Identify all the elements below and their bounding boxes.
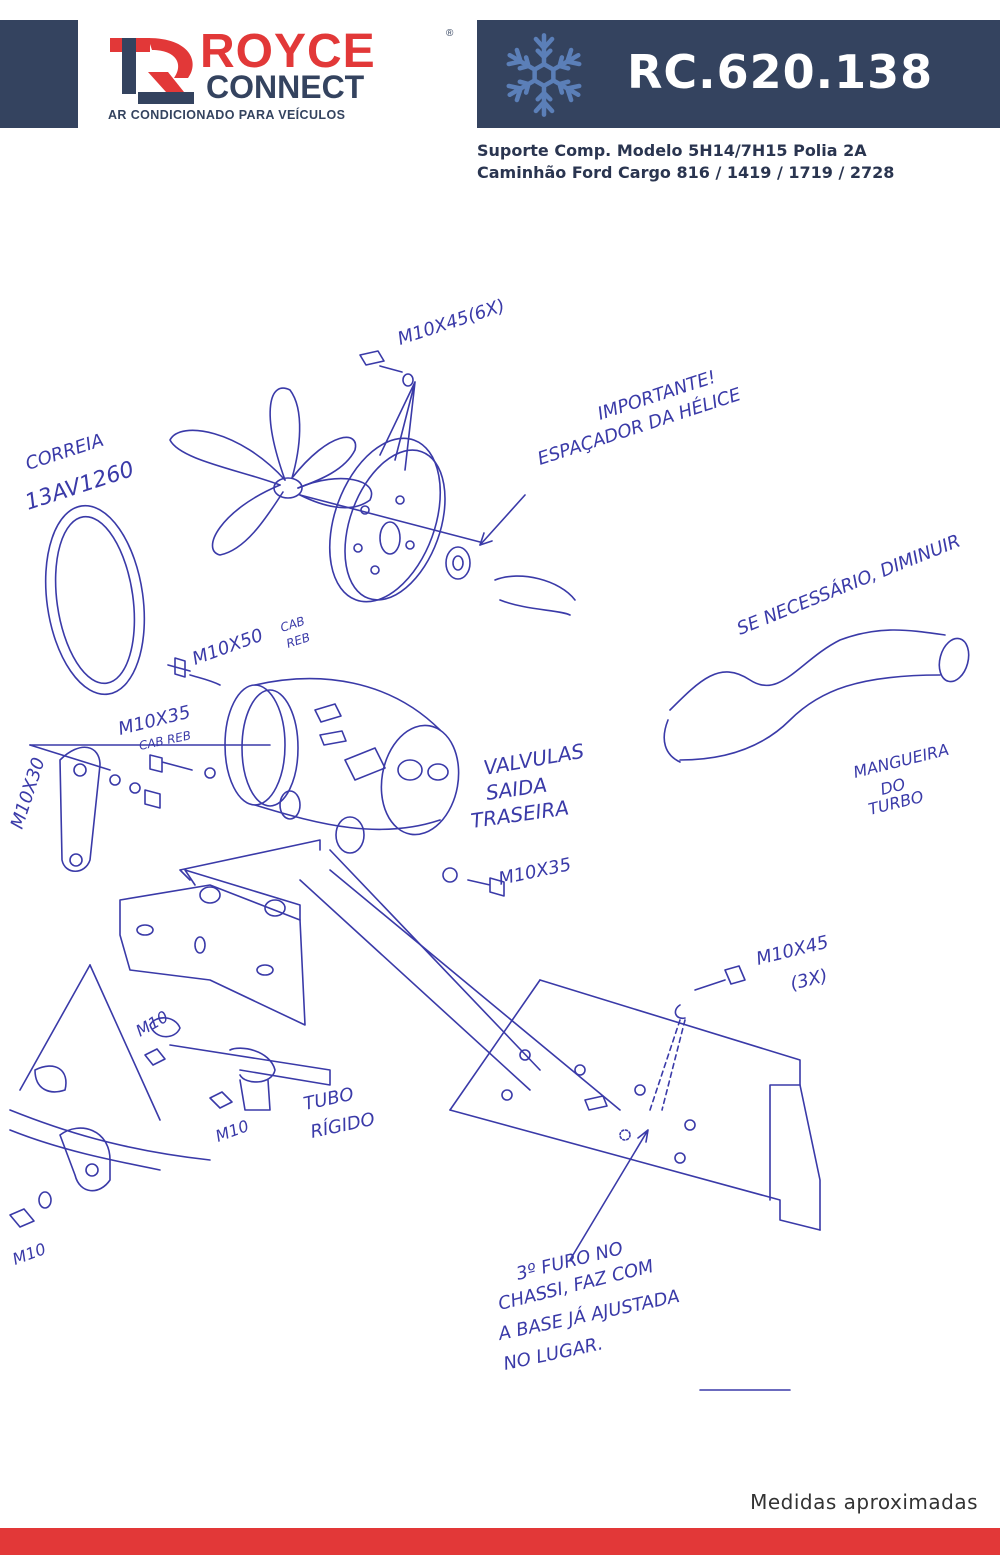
description-line-2: Caminhão Ford Cargo 816 / 1419 / 1719 / … [477, 163, 895, 182]
label-m10x50: M10X50 [190, 625, 266, 670]
label-tubo: TUBO [302, 1084, 356, 1115]
brand-tagline: AR CONDICIONADO PARA VEÍCULOS [108, 108, 346, 122]
product-code: RC.620.138 [627, 45, 934, 99]
snowflake-icon [499, 33, 589, 120]
label-m10x35-b: M10X35 [497, 854, 573, 890]
label-m10-c: M10 [10, 1239, 49, 1269]
label-m10x45-6x: M10X45(6X) [395, 295, 508, 349]
header-left-bar [0, 20, 78, 128]
brand-logo: ROYCE ® CONNECT AR CONDICIONADO PARA VEÍ… [108, 24, 460, 124]
product-description: Suporte Comp. Modelo 5H14/7H15 Polia 2A … [477, 140, 894, 184]
label-se-necessario: SE NECESSÁRIO, DIMINUIR [734, 530, 964, 640]
description-line-1: Suporte Comp. Modelo 5H14/7H15 Polia 2A [477, 141, 867, 160]
exploded-assembly-sketch: M10X45(6X) IMPORTANTE! ESPAÇADOR DA HÉLI… [7, 295, 970, 1391]
footer-note: Medidas aproximadas [750, 1490, 978, 1514]
pulley-icon [299, 437, 481, 603]
product-code-box: RC.620.138 [477, 20, 1000, 128]
label-m10-b: M10 [213, 1116, 252, 1146]
registered-mark: ® [446, 28, 454, 39]
fan-icon [169, 387, 373, 556]
footer-red-bar [0, 1528, 1000, 1555]
chassis-beam-icon [449, 979, 821, 1231]
compressor-icon [224, 677, 460, 854]
label-traseira: TRASEIRA [469, 795, 570, 832]
label-rigido: RÍGIDO [308, 1108, 376, 1143]
label-m10x45-3x-count: (3X) [788, 965, 830, 995]
brand-name-bottom: CONNECT [206, 69, 365, 105]
brand-name-top: ROYCE [200, 25, 376, 78]
label-m10-a: M10 [133, 1007, 172, 1041]
label-m10x45-3x: M10X45 [754, 932, 831, 970]
logo-mark-icon [110, 38, 194, 104]
label-reb-1: REB [285, 630, 312, 651]
label-m10x30: M10X30 [7, 755, 50, 832]
